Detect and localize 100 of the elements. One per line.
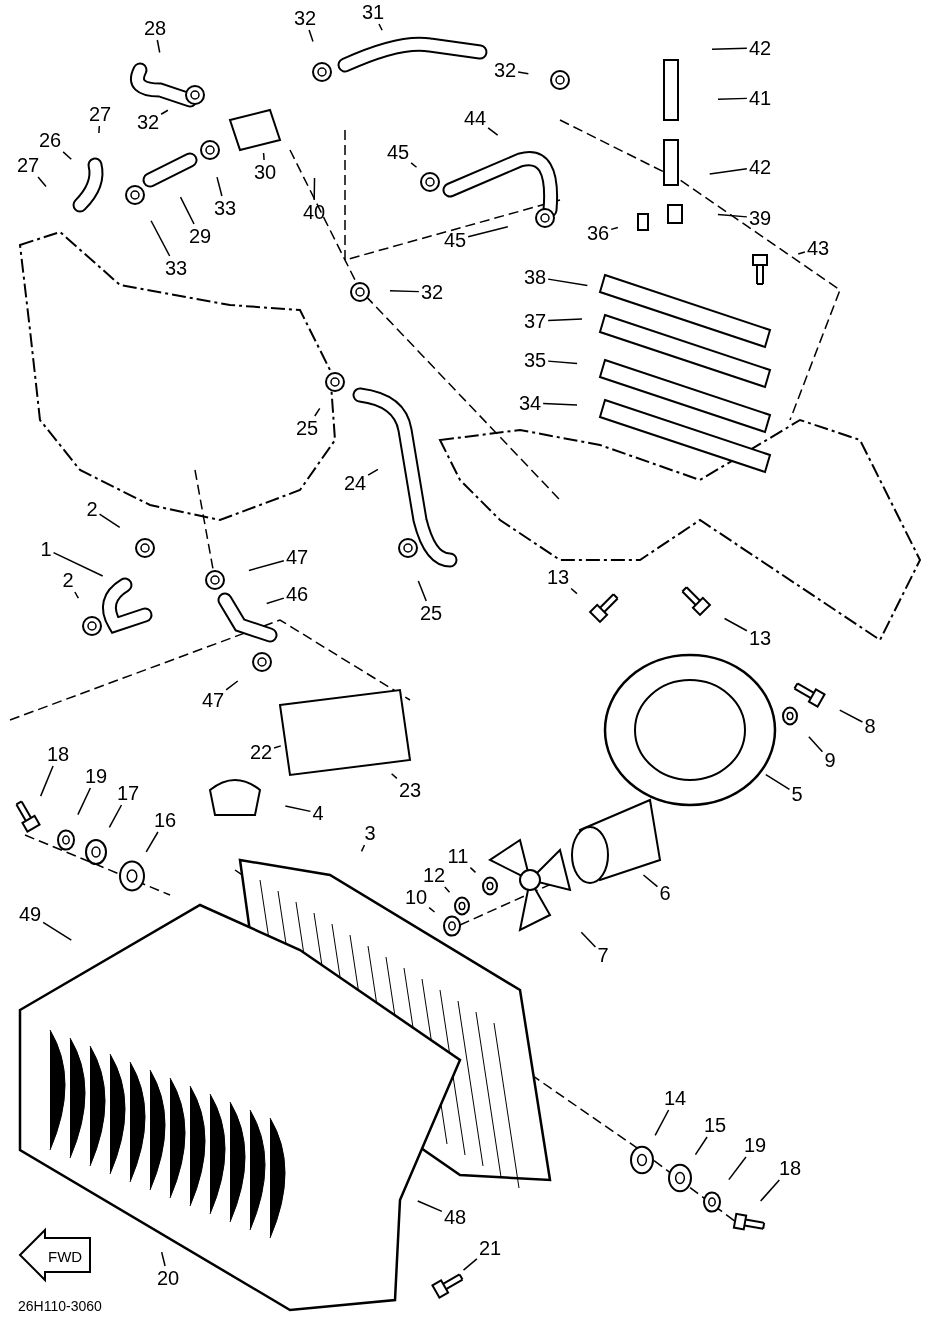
leader-line — [37, 176, 47, 188]
leader-line — [517, 71, 530, 75]
leader-line — [765, 773, 791, 791]
leader-line — [428, 906, 436, 913]
leader-line — [444, 886, 451, 893]
leader-line — [308, 29, 314, 43]
callout-number: 49 — [17, 903, 43, 925]
leader-line — [77, 787, 92, 816]
callout-number: 38 — [522, 266, 548, 288]
callout-number: 27 — [87, 103, 113, 125]
leader-line — [284, 805, 312, 813]
leader-line — [410, 162, 418, 168]
callout-number: 6 — [658, 882, 672, 904]
callout-number: 3 — [363, 822, 377, 844]
leader-line — [98, 125, 101, 134]
callout-number: 31 — [360, 1, 386, 23]
callout-number: 9 — [823, 749, 837, 771]
leader-line — [717, 213, 748, 218]
callout-number: 19 — [83, 765, 109, 787]
leader-line — [145, 831, 159, 853]
leader-line — [808, 735, 824, 753]
callout-number: 4 — [311, 802, 325, 824]
callout-number: 16 — [152, 809, 178, 831]
callout-number: 7 — [596, 944, 610, 966]
callout-number: 45 — [442, 229, 468, 251]
callout-number: 32 — [419, 281, 445, 303]
leader-line — [723, 617, 748, 632]
callout-number: 26 — [37, 129, 63, 151]
leader-line — [179, 196, 195, 225]
leader-line — [709, 168, 748, 175]
leader-line — [74, 591, 80, 599]
callout-number: 41 — [747, 87, 773, 109]
callout-number: 29 — [187, 225, 213, 247]
leader-line — [547, 278, 589, 287]
leader-line — [570, 587, 578, 595]
callout-number: 10 — [403, 886, 429, 908]
callout-number: 32 — [492, 59, 518, 81]
callout-number: 37 — [522, 310, 548, 332]
callout-number: 44 — [462, 107, 488, 129]
leader-line — [160, 109, 169, 115]
leader-line — [367, 468, 379, 476]
leader-line — [467, 226, 509, 238]
leader-line — [378, 23, 383, 31]
callout-number: 13 — [545, 566, 571, 588]
leader-line — [469, 866, 477, 874]
callout-number: 1 — [39, 538, 53, 560]
callout-number: 47 — [200, 689, 226, 711]
callout-number: 19 — [742, 1134, 768, 1156]
callout-number: 27 — [15, 154, 41, 176]
leader-line — [98, 513, 121, 529]
callout-number: 18 — [777, 1157, 803, 1179]
callout-number: 2 — [85, 498, 99, 520]
drawing-number: 26H110-3060 — [18, 1298, 102, 1314]
leader-line — [314, 407, 321, 417]
leader-line — [273, 745, 282, 749]
callout-number: 28 — [142, 17, 168, 39]
callout-number: 46 — [284, 583, 310, 605]
callout-number: 34 — [517, 392, 543, 414]
leader-line — [216, 176, 223, 197]
leader-line — [610, 226, 619, 231]
leader-line — [717, 97, 748, 100]
leader-line — [360, 844, 366, 853]
callout-number: 48 — [442, 1206, 468, 1228]
callout-number: 8 — [863, 715, 877, 737]
leader-line — [262, 152, 265, 161]
leader-line — [39, 765, 54, 797]
leader-line — [108, 804, 123, 829]
callout-number: 39 — [747, 207, 773, 229]
leader-line — [728, 1156, 747, 1181]
leader-line — [547, 318, 583, 322]
leader-line — [711, 47, 748, 50]
leader-line — [390, 773, 398, 780]
callout-number: 33 — [163, 257, 189, 279]
callout-number: 35 — [522, 349, 548, 371]
callout-number: 47 — [284, 546, 310, 568]
callout-number: 30 — [252, 161, 278, 183]
leader-line — [248, 559, 285, 572]
callout-number: 20 — [155, 1267, 181, 1289]
callout-number: 32 — [292, 7, 318, 29]
callout-number: 12 — [421, 864, 447, 886]
callout-number: 42 — [747, 156, 773, 178]
callout-number: 21 — [477, 1237, 503, 1259]
callout-number: 18 — [45, 743, 71, 765]
callout-number: 22 — [248, 741, 274, 763]
callout-number: 40 — [301, 201, 327, 223]
leader-line — [417, 1200, 443, 1213]
leader-line — [389, 290, 420, 293]
callout-number: 11 — [446, 845, 470, 867]
leader-line — [462, 1258, 478, 1271]
callout-number: 25 — [418, 602, 444, 624]
callout-number: 36 — [585, 222, 611, 244]
leader-line — [797, 251, 806, 255]
leader-line — [642, 874, 659, 888]
callout-number: 25 — [294, 417, 320, 439]
leader-line — [694, 1136, 708, 1156]
leader-line — [52, 551, 104, 577]
leader-line — [160, 1251, 166, 1267]
leader-line — [265, 597, 285, 605]
leader-line — [313, 177, 316, 201]
leader-line — [580, 931, 597, 948]
